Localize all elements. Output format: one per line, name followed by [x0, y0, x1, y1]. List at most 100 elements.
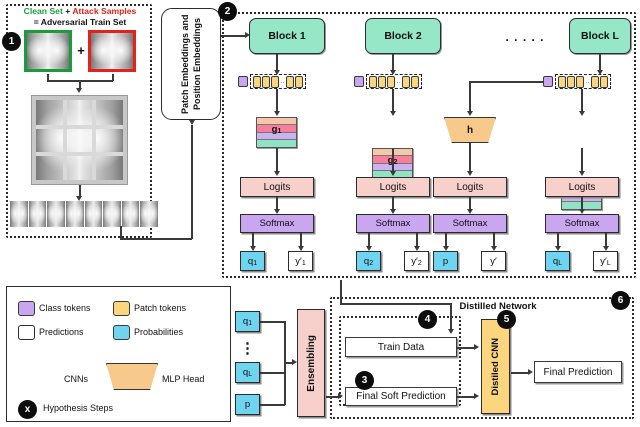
legend-predictions-label: Predictions: [39, 327, 84, 337]
cnn-to-final-line: [511, 372, 529, 374]
patch-strip-item: [140, 201, 158, 227]
ensembling-label: Ensembling: [305, 334, 317, 392]
logits1-to-softmax-arrowhead: [273, 209, 280, 214]
block1-to-tokens-arrowhead: [273, 70, 280, 75]
head2-to-logits-arrowhead: [389, 171, 396, 176]
mlp-head-h-label: h: [466, 124, 474, 136]
tokens1-to-head-arrowhead: [273, 111, 280, 116]
distilled-cnn-box: Distiled CNN: [481, 319, 510, 414]
tokens2-to-head-arrowhead: [389, 111, 396, 116]
cnn-head-2-label: g2: [387, 155, 398, 167]
mlp-to-logits-arrowhead: [466, 171, 473, 176]
attack-samples-label: Attack Samples: [72, 6, 137, 16]
patch-token: [253, 75, 261, 88]
patch-strip-item: [103, 201, 121, 227]
traindata-to-cnn-line: [457, 347, 475, 349]
tokens1-to-head-line: [276, 89, 278, 113]
softmaxL-to-pred-line: [605, 233, 607, 248]
patch-strip-item: [10, 201, 28, 227]
step-badge-1: 1: [2, 32, 21, 51]
step-badge-2: 2: [218, 2, 237, 21]
prediction-y2-label: y′2: [411, 255, 422, 267]
softmax-h: Softmax: [433, 214, 507, 233]
headL-to-logits-line: [581, 148, 583, 173]
embed-input-line: [191, 125, 193, 239]
patch-strip-item: [28, 201, 47, 227]
p-bus-line: [260, 404, 285, 406]
bottom-input-p: p: [235, 394, 260, 415]
attack-merge-line: [112, 74, 114, 81]
legend-patch-tokens-label: Patch tokens: [134, 303, 187, 313]
blocks-ellipsis: . . . . .: [505, 30, 545, 44]
adversarial-train-set-label: = Adversarial Train Set: [33, 17, 127, 27]
ensembling-to-fsp-arrowhead: [338, 392, 343, 399]
patch-strip: [10, 201, 158, 227]
softmax1-to-pred-line: [300, 233, 302, 248]
ensembling-to-fsp-line: [326, 396, 339, 398]
patch-token: [369, 75, 377, 88]
softmaxL-to-prob-arrowhead: [554, 246, 561, 251]
patch-token: [576, 75, 585, 88]
softmax-1: Softmax: [240, 214, 314, 233]
prediction-yL-label: y′L: [600, 255, 611, 267]
legend-class-token-swatch: [18, 301, 35, 316]
tokensL-to-head-arrowhead: [578, 111, 585, 116]
block2-to-tokens-line: [392, 54, 394, 72]
probability-q1-label: q1: [247, 255, 258, 267]
probability-qL-label: qL: [552, 255, 563, 267]
region-step-1: [6, 4, 152, 238]
train-data-box: Train Data: [345, 337, 457, 357]
legend-mlp-head-label: MLP Head: [162, 374, 205, 384]
bottom-input-q1-label: q1: [242, 316, 253, 327]
cnn-to-final-arrowhead: [528, 368, 533, 375]
patch-position-embeddings-box: Patch Embeddings and Position Embeddings: [161, 8, 221, 120]
headL-to-logits-arrowhead: [578, 171, 585, 176]
softmax-2: Softmax: [356, 214, 430, 233]
prediction-yL: y′L: [593, 251, 618, 271]
probability-q2-label: q2: [363, 255, 374, 267]
patch-strip-item: [84, 201, 103, 227]
logits-h: Logits: [433, 177, 507, 197]
traindata-feed-arrowhead: [447, 329, 454, 334]
probability-q1: q1: [240, 251, 265, 271]
class-token-1: [238, 76, 248, 87]
patch-token: [295, 75, 303, 88]
softmax2-to-pred-line: [416, 233, 418, 248]
tokens2-to-head-line: [392, 89, 394, 113]
cnn-head-1: g1: [256, 117, 297, 148]
patch-token-ellipsis: ..: [396, 77, 401, 85]
strip-to-embed-v: [120, 226, 122, 239]
patch-token-group-1: ..: [250, 74, 306, 89]
patch-token: [411, 75, 419, 88]
region-step-6: [330, 297, 634, 419]
head1-to-logits-line: [276, 148, 278, 173]
region-step-2: [222, 12, 636, 278]
patch-token-group-L: ..: [555, 74, 611, 89]
legend-hypothesis-steps-label: Hypothesis Steps: [43, 403, 114, 413]
bottom-input-q1: q1: [235, 311, 260, 332]
patch-position-embeddings-label: Patch Embeddings and Position Embeddings: [180, 14, 202, 114]
step-badge-6: 6: [611, 291, 630, 310]
strip-to-embed-h: [120, 238, 192, 240]
bus-to-ensembling-arrowhead: [292, 358, 297, 365]
patch-to-strip-line: [79, 185, 81, 198]
ensembling-box: Ensembling: [297, 309, 325, 417]
softmax1-to-prob-arrowhead: [249, 246, 256, 251]
prediction-y: y′: [481, 251, 506, 271]
logits2-to-softmax-arrowhead: [389, 209, 396, 214]
traindata-to-cnn-arrowhead: [474, 343, 479, 350]
logits-L: Logits: [545, 177, 619, 197]
merge-arrowhead: [76, 88, 82, 93]
bottom-input-qL: qL: [235, 362, 260, 383]
bottom-input-qL-label: qL: [242, 367, 253, 378]
final-soft-prediction-box: Final Soft Prediction: [345, 387, 457, 406]
header-plus: +: [65, 6, 71, 16]
clean-image: [24, 30, 72, 72]
softmax1-to-prob-line: [252, 233, 254, 248]
softmax1-to-pred-arrowhead: [297, 246, 304, 251]
softmaxL-to-prob-line: [557, 233, 559, 248]
patch-token: [600, 75, 608, 88]
legend-hypothesis-badge: x: [18, 400, 37, 419]
blockL-to-tokens-line: [599, 54, 601, 72]
traindata-feed-source-v: [340, 280, 342, 304]
